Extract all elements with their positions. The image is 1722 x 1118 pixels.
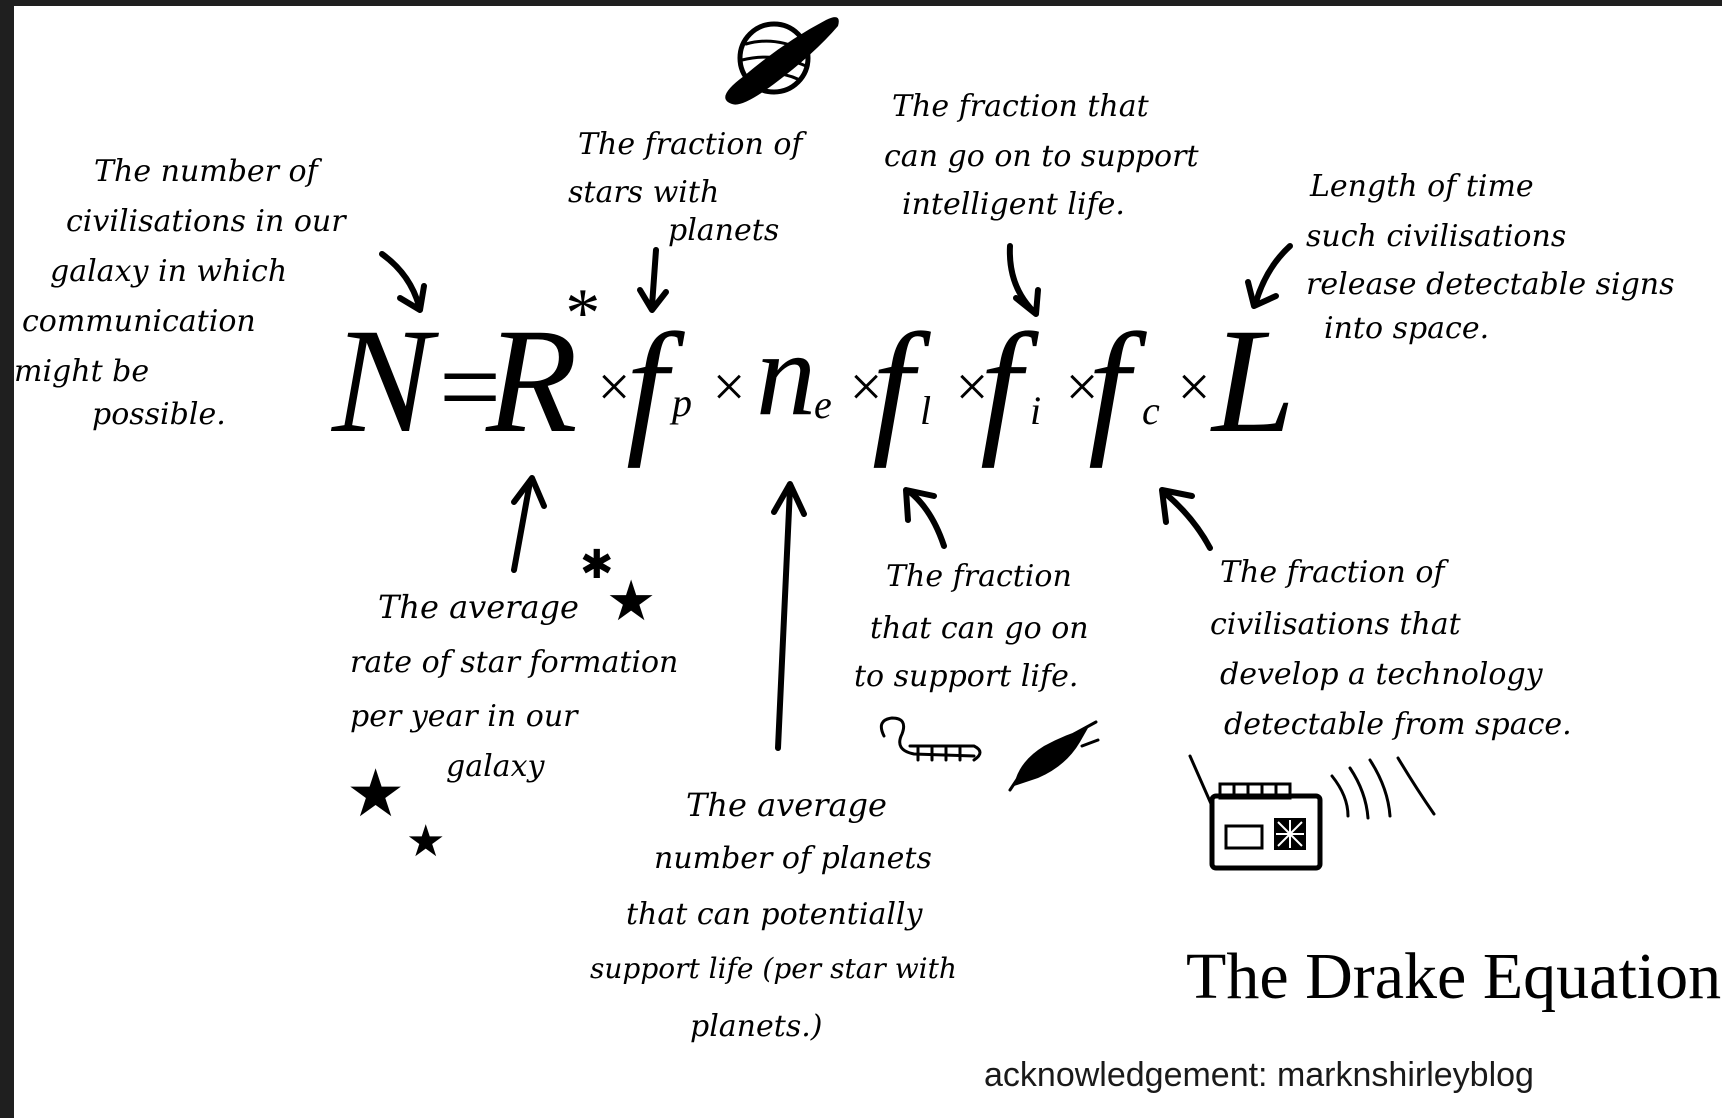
annotation-l-line: such civilisations xyxy=(1306,219,1566,254)
paper-sheet: N = R * × f p × n e × f l × f i × f c × xyxy=(14,6,1722,1118)
annotation-fc: The fraction of civilisations that devel… xyxy=(1159,487,1572,871)
equation-sub-p: p xyxy=(669,380,692,425)
annotation-l: Length of time such civilisations releas… xyxy=(1245,169,1675,346)
annotation-fl-line: The fraction xyxy=(886,559,1072,594)
arrow-to-L xyxy=(1253,243,1293,305)
star-icon: ★ xyxy=(346,758,405,831)
arrow-head xyxy=(1159,487,1195,525)
arrow-head xyxy=(1245,279,1279,309)
equation-star: * xyxy=(562,275,597,352)
annotation-fl: The fraction that can go on to support l… xyxy=(854,487,1100,792)
annotation-n-line: The number of xyxy=(94,154,323,189)
equation-sub-l: l xyxy=(920,388,931,433)
equation-sub-i: i xyxy=(1030,388,1041,433)
annotation-l-line: into space. xyxy=(1324,311,1489,346)
annotation-fi: The fraction that can go on to support i… xyxy=(884,89,1199,317)
annotation-fl-line: to support life. xyxy=(854,659,1078,694)
arrow-to-fl xyxy=(907,489,947,549)
equation-equals: = xyxy=(432,326,506,448)
annotation-fc-line: civilisations that xyxy=(1210,607,1462,642)
equation-sub-c: c xyxy=(1142,388,1160,433)
equation-times-1: × xyxy=(594,354,633,419)
annotation-fi-line: can go on to support xyxy=(884,139,1199,174)
annotation-ne-line: support life (per star with xyxy=(590,952,957,985)
annotation-fl-line: that can go on xyxy=(870,611,1089,646)
annotation-fp-line: planets xyxy=(668,213,779,248)
annotation-ne-line: planets.) xyxy=(690,1009,822,1044)
equation-f-i: f xyxy=(980,303,1039,469)
annotation-n-line: possible. xyxy=(92,397,226,432)
arrow-to-fp xyxy=(649,247,659,309)
annotation-n-line: galaxy in which xyxy=(50,254,287,289)
annotation-fc-line: develop a technology xyxy=(1220,657,1544,692)
star-icon: ✱ xyxy=(580,542,614,587)
arrow-head xyxy=(511,475,547,509)
annotation-ne-line: The average xyxy=(686,786,887,824)
annotation-fp-line: stars with xyxy=(568,175,719,210)
equation-N: N xyxy=(330,298,439,464)
acknowledgement-text: acknowledgement: marknshirleyblog xyxy=(984,1056,1534,1094)
annotation-r-line: per year in our xyxy=(350,699,579,734)
equation-L: L xyxy=(1210,298,1295,464)
drake-equation-diagram: N = R * × f p × n e × f l × f i × f c × xyxy=(14,17,1722,1094)
annotation-fp-line: The fraction of xyxy=(578,127,807,162)
annotation-n-line: might be xyxy=(14,354,149,389)
arrow-to-R xyxy=(511,479,533,573)
annotation-n-line: communication xyxy=(22,304,256,339)
star-icon: ✱ ★ ★ ★ xyxy=(346,542,656,866)
drake-equation: N = R * × f p × n e × f l × f i × f c × xyxy=(330,275,1295,469)
arrow-to-ne xyxy=(775,485,793,751)
radio-icon xyxy=(1188,754,1436,871)
annotation-r: The average rate of star formation per y… xyxy=(350,475,678,784)
equation-f-c: f xyxy=(1088,303,1147,469)
annotation-l-line: Length of time xyxy=(1309,169,1534,204)
fish-icon xyxy=(1008,720,1100,792)
annotation-n: The number of civilisations in our galax… xyxy=(14,154,427,432)
equation-times-4: × xyxy=(952,354,991,419)
annotation-r-line: galaxy xyxy=(446,749,545,784)
arrow-head xyxy=(1013,287,1041,317)
annotation-n-line: civilisations in our xyxy=(66,204,347,239)
equation-times-5: × xyxy=(1062,354,1101,419)
annotation-ne: The average number of planets that can p… xyxy=(590,481,957,1044)
equation-R: R xyxy=(485,298,578,464)
equation-times-6: × xyxy=(1174,354,1213,419)
equation-n: n xyxy=(756,307,816,440)
arrow-head xyxy=(397,283,427,313)
annotation-r-line: The average xyxy=(378,588,579,626)
annotation-fi-line: The fraction that xyxy=(892,89,1150,124)
annotation-fc-line: detectable from space. xyxy=(1224,707,1572,742)
worm-icon xyxy=(879,716,982,762)
annotation-l-line: release detectable signs xyxy=(1306,267,1675,302)
equation-f-l: f xyxy=(872,303,931,469)
annotation-r-line: rate of star formation xyxy=(350,645,678,680)
star-icon: ★ xyxy=(606,571,656,633)
star-icon: ★ xyxy=(406,817,445,866)
arrow-head xyxy=(637,287,669,313)
ringed-planet-icon xyxy=(725,17,839,105)
arrow-to-fc xyxy=(1163,491,1213,551)
annotation-ne-line: that can potentially xyxy=(626,897,924,932)
arrow-to-N xyxy=(379,251,422,309)
diagram-title: The Drake Equation. xyxy=(1186,940,1722,1013)
equation-sub-e: e xyxy=(814,382,832,427)
annotation-fi-line: intelligent life. xyxy=(902,187,1125,222)
arrow-head xyxy=(771,481,807,517)
equation-times-2: × xyxy=(709,354,748,419)
annotation-fc-line: The fraction of xyxy=(1220,555,1449,590)
annotation-ne-line: number of planets xyxy=(654,841,932,876)
arrow-head xyxy=(903,487,937,523)
annotation-fp: The fraction of stars with planets xyxy=(568,127,807,313)
equation-times-3: × xyxy=(846,354,885,419)
